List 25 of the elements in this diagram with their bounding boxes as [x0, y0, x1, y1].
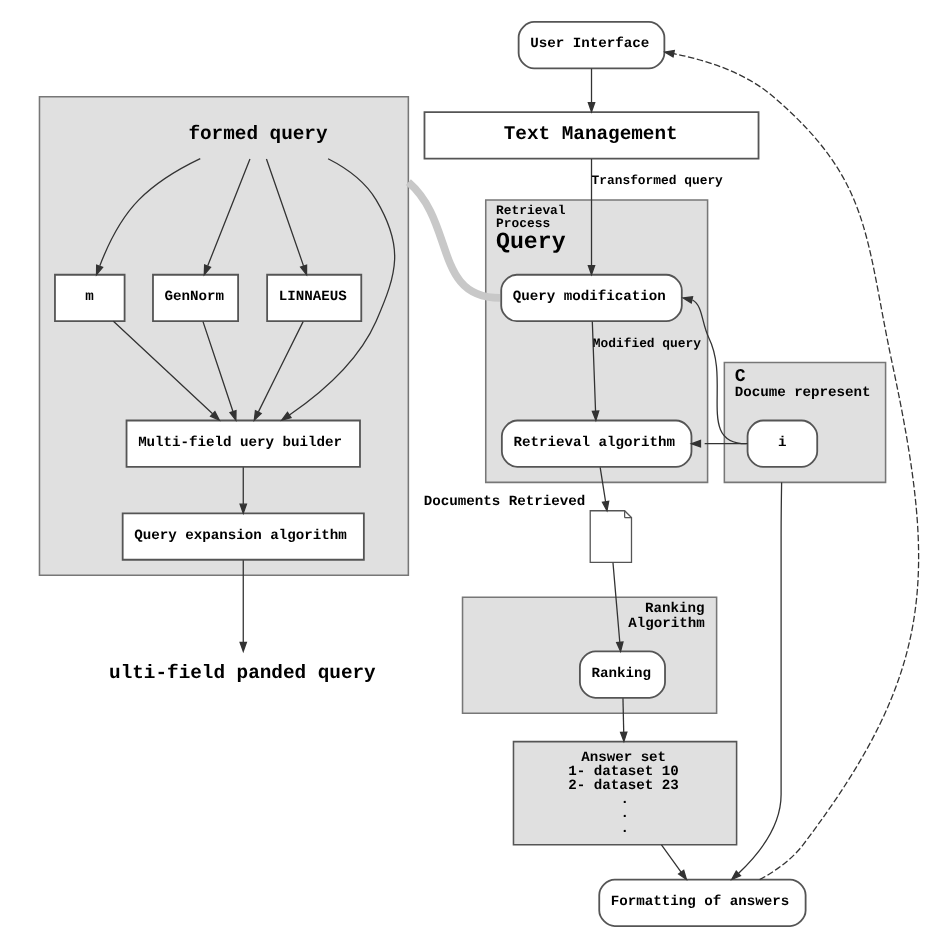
arrow: [202, 320, 237, 423]
connector: [405, 179, 501, 302]
node-text: formed query: [188, 122, 328, 145]
node-text: ulti-field panded query: [109, 661, 376, 684]
arrow: [599, 466, 610, 513]
arrow: [239, 559, 248, 654]
arrow: [265, 158, 308, 277]
arrow: [95, 158, 201, 277]
arrow: [730, 481, 783, 881]
cluster: [38, 95, 410, 577]
arrow: [619, 697, 628, 744]
arrow: [239, 466, 248, 516]
arrow: [587, 67, 596, 114]
arrow: [591, 320, 600, 423]
arrow: [681, 296, 747, 445]
arrow: [587, 158, 596, 277]
arrow: [253, 320, 304, 422]
arrow: [612, 562, 624, 654]
arrow: [280, 158, 396, 422]
arrow: [660, 844, 688, 882]
node-box: Text Management: [423, 111, 760, 160]
arrow: [662, 49, 920, 881]
arrow: [112, 320, 221, 422]
arrow: [203, 158, 251, 277]
arrow: [689, 439, 749, 448]
